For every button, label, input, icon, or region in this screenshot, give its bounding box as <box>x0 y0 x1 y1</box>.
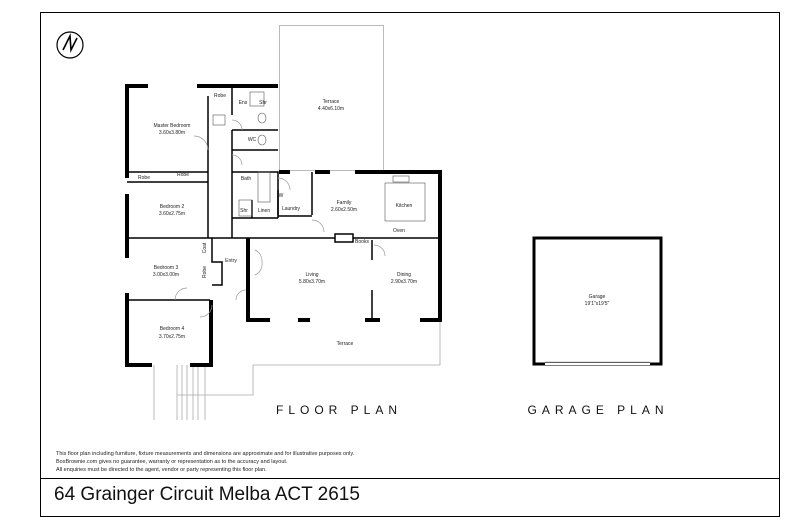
room-size-bedroom-2: 3.60x2.75m <box>159 211 185 217</box>
room-label-terrace-bottom: Terrace <box>337 341 354 347</box>
room-label-robe-b: Robe <box>177 172 189 178</box>
room-label-robe-bedroom-3: Robe <box>202 266 208 278</box>
room-size-garage: 19'1"x19'5" <box>585 301 610 307</box>
bookshelf <box>334 233 354 243</box>
floor-plan-title: FLOOR PLAN <box>276 403 402 417</box>
room-size-bedroom-4: 3.70x2.75m <box>159 334 185 340</box>
room-label-bedroom-2: Bedroom 2 <box>160 204 185 210</box>
terrace-top-outline <box>279 25 384 171</box>
room-label-oven: Oven <box>393 228 405 234</box>
room-label-bath: Bath <box>241 176 252 182</box>
room-label-bedroom-4: Bedroom 4 <box>160 326 185 332</box>
room-label-linen: Linen <box>258 208 270 214</box>
room-size-dining: 2.90x3.70m <box>391 279 417 285</box>
room-label-books: Books <box>355 239 369 245</box>
room-label-ensuite-shower: Shr <box>259 100 267 106</box>
room-label-living: Living <box>305 272 318 278</box>
interior-walls <box>127 86 440 320</box>
disclaimer-line: BoxBrownie.com gives no guarantee, warra… <box>56 459 288 465</box>
room-label-robe-master: Robe <box>214 93 226 99</box>
room-label-washer: W <box>279 193 284 199</box>
room-label-robe-a: Robe <box>138 175 150 181</box>
disclaimer-line: All enquiries must be directed to the ag… <box>56 467 267 473</box>
door-swings <box>174 119 386 318</box>
page-frame <box>40 12 780 517</box>
room-label-ensuite: Ens <box>239 100 248 106</box>
room-size-terrace-top: 4.40x6.10m <box>318 106 344 112</box>
property-address: 64 Grainger Circuit Melba ACT 2615 <box>54 484 360 505</box>
room-label-family: Family <box>337 200 352 206</box>
room-label-terrace-top: Terrace <box>323 99 340 105</box>
room-size-master-bedroom: 3.60x3.80m <box>159 130 185 136</box>
room-label-laundry: Laundry <box>282 206 301 212</box>
room-label-bedroom-3: Bedroom 3 <box>154 265 179 271</box>
fixtures <box>212 91 426 222</box>
terrace-bottom-outline <box>153 318 441 420</box>
room-size-living: 5.80x3.70m <box>299 279 325 285</box>
room-size-family: 2.60x2.50m <box>331 207 357 213</box>
room-label-coat: Coat <box>202 242 208 253</box>
room-label-entry: Entry <box>225 258 237 264</box>
room-label-wc: WC <box>248 137 257 143</box>
room-label-bath-shower: Shr <box>240 208 248 214</box>
north-arrow-icon <box>56 31 84 59</box>
room-label-master-bedroom: Master Bedroom <box>154 123 191 129</box>
room-label-garage: Garage <box>589 294 606 300</box>
room-label-kitchen: Kitchen <box>396 203 413 209</box>
disclaimer-line: This floor plan including furniture, fix… <box>56 451 355 457</box>
room-size-bedroom-3: 3.00x3.00m <box>153 272 179 278</box>
garage-plan-title: GARAGE PLAN <box>527 403 668 417</box>
room-label-dining: Dining <box>397 272 411 278</box>
